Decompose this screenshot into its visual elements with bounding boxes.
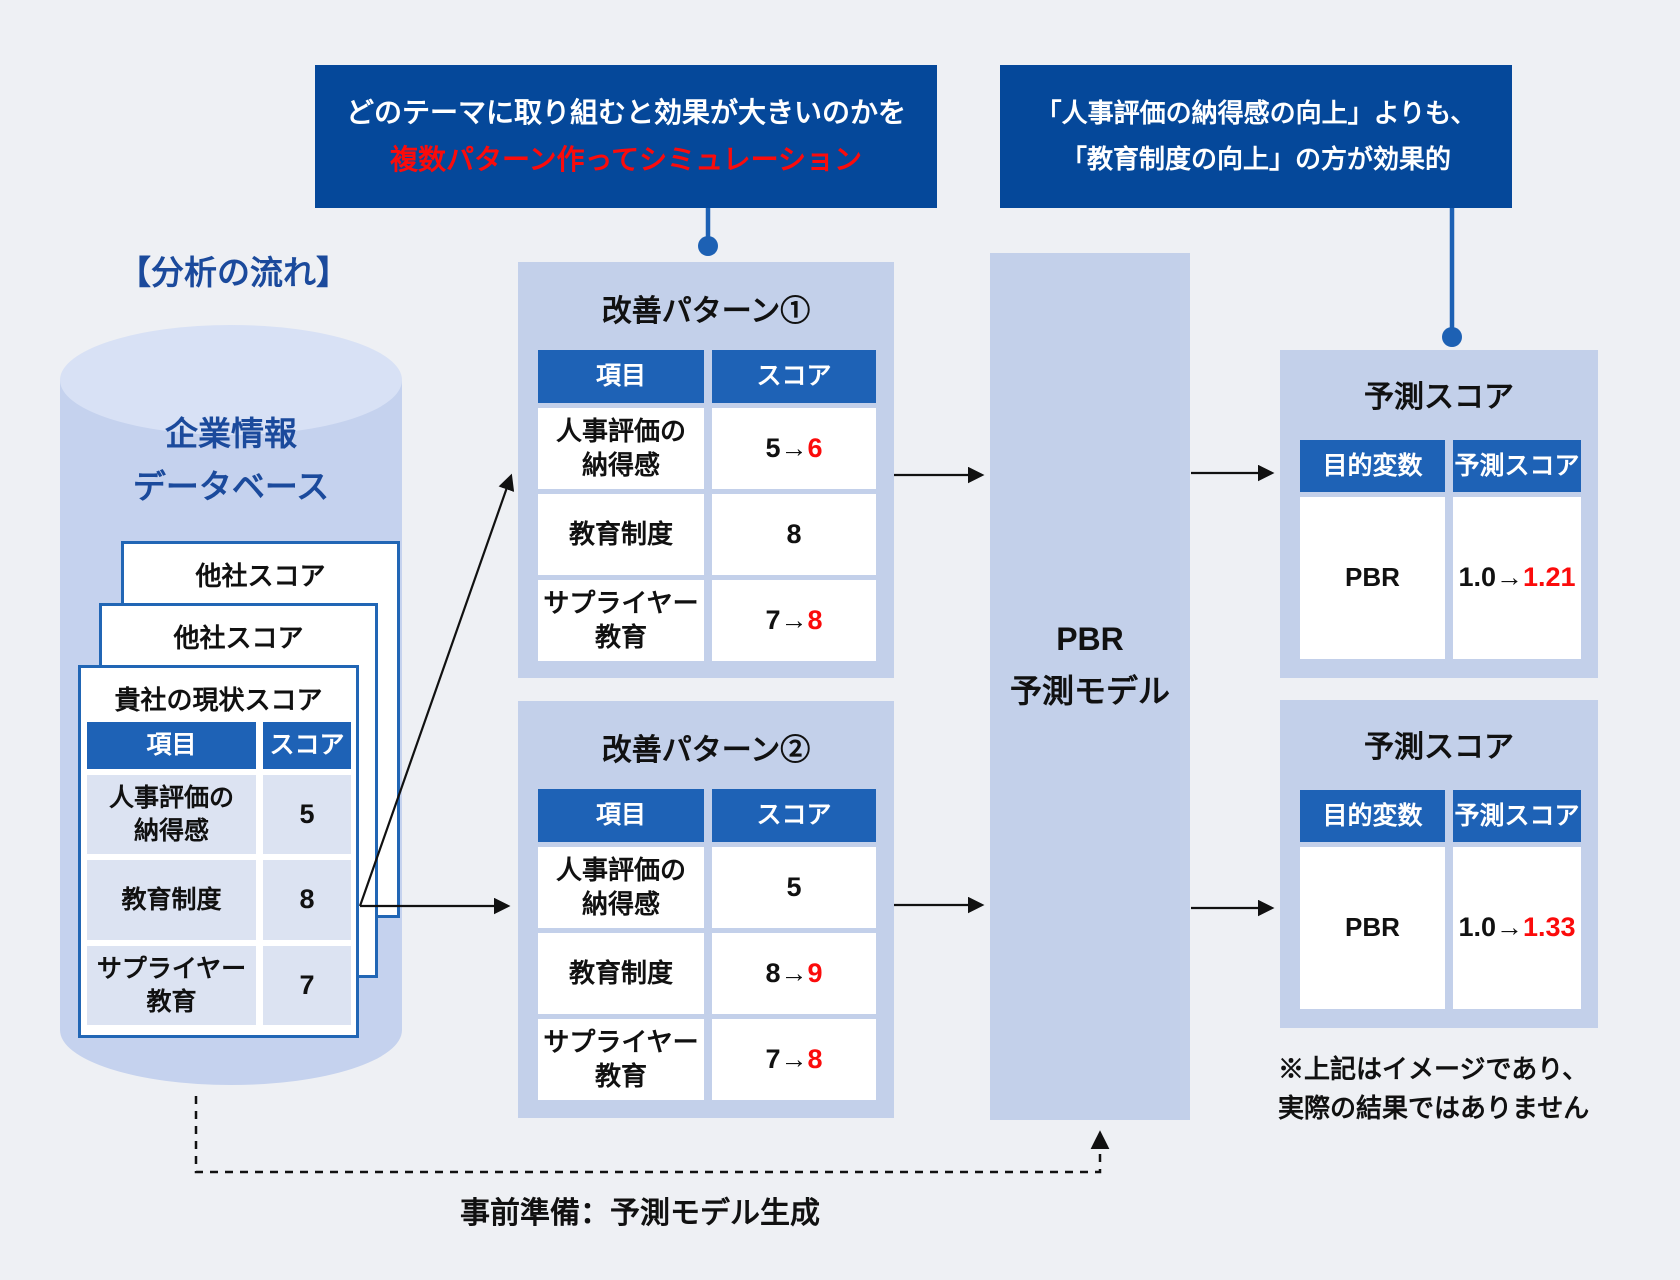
card-title: 他社スコア — [173, 623, 304, 653]
table-cell-score: 5 — [712, 847, 876, 928]
table-cell-item: 教育制度 — [538, 933, 704, 1014]
table-cell-score: 5→6 — [712, 408, 876, 489]
callout-left-dot — [698, 236, 718, 256]
column-header-item: 項目 — [538, 789, 704, 842]
score-value: 7→ — [765, 604, 808, 635]
table-cell-item: サプライヤー 教育 — [87, 946, 256, 1025]
column-header-item: 項目 — [538, 350, 704, 403]
improvement-pattern-2-table: 項目 スコア 人事評価の 納得感 5 教育制度 8→9 サプライヤー 教育 7→… — [538, 789, 876, 1100]
table-cell-variable: PBR — [1300, 847, 1445, 1009]
table-cell-score: 1.0→1.21 — [1453, 497, 1581, 659]
database-cylinder-top — [60, 325, 402, 435]
database-label: 企業情報 データベース — [132, 415, 330, 505]
callout-line-2: 「教育制度の向上」の方が効果的 — [1060, 143, 1451, 174]
score-value: 8 — [786, 518, 802, 549]
table-cell-score: 8 — [263, 860, 351, 940]
callout-line-1: 「人事評価の納得感の向上」よりも、 — [1035, 98, 1477, 128]
table-cell-score: 1.0→1.33 — [1453, 847, 1581, 1009]
table-cell-score: 7 — [263, 946, 351, 1025]
score-value: 8→ — [765, 957, 808, 988]
card-title: 他社スコア — [195, 561, 326, 591]
table-cell-score: 7→8 — [712, 580, 876, 661]
disclaimer-note: ※上記はイメージであり、 実際の結果ではありません — [1278, 1054, 1590, 1123]
score-highlight: 9 — [807, 957, 823, 988]
table-cell-item: 人事評価の 納得感 — [538, 847, 704, 928]
panel-title: 改善パターン① — [601, 295, 811, 328]
column-header-target-variable: 目的変数 — [1300, 440, 1445, 492]
table-cell-variable: PBR — [1300, 497, 1445, 659]
score-value: 7→ — [765, 1043, 808, 1074]
column-header-predicted-score: 予測スコア — [1453, 440, 1581, 492]
prediction-score-1-table: 目的変数 予測スコア PBR 1.0→1.21 — [1300, 440, 1581, 659]
score-highlight: 6 — [807, 432, 823, 463]
callout-right-dot — [1442, 327, 1462, 347]
table-cell-item: 教育制度 — [87, 860, 256, 940]
improvement-pattern-1-table: 項目 スコア 人事評価の 納得感 5→6 教育制度 8 サプライヤー 教育 7→… — [538, 350, 876, 661]
score-value: 5→ — [765, 432, 808, 463]
card-title: 貴社の現状スコア — [114, 685, 323, 715]
score-value: 1.0→ — [1458, 562, 1523, 593]
column-header-predicted-score: 予測スコア — [1453, 790, 1581, 842]
score-value: 1.0→ — [1458, 912, 1523, 943]
score-highlight: 8 — [807, 1043, 823, 1074]
callout-banner-result: 「人事評価の納得感の向上」よりも、 「教育制度の向上」の方が効果的 — [1000, 65, 1512, 208]
column-header-score: スコア — [712, 350, 876, 403]
table-cell-score: 8 — [712, 494, 876, 575]
panel-title: 予測スコア — [1364, 381, 1514, 414]
current-score-table: 項目 スコア 人事評価の 納得感 5 教育制度 8 サプライヤー 教育 7 — [87, 722, 351, 1025]
callout-line-red: 複数パターン作ってシミュレーション — [389, 143, 863, 175]
score-highlight: 1.21 — [1522, 562, 1576, 593]
score-highlight: 8 — [807, 604, 823, 635]
panel-title: 改善パターン② — [601, 734, 811, 767]
column-header-item: 項目 — [87, 722, 256, 769]
score-value: 5 — [786, 871, 802, 902]
callout-banner-simulation: どのテーマに取り組むと効果が大きいのかを 複数パターン作ってシミュレーション — [315, 65, 937, 208]
prediction-score-2-table: 目的変数 予測スコア PBR 1.0→1.33 — [1300, 790, 1581, 1009]
column-header-score: スコア — [712, 789, 876, 842]
table-cell-item: サプライヤー 教育 — [538, 580, 704, 661]
column-header-score: スコア — [263, 722, 351, 769]
table-cell-score: 5 — [263, 775, 351, 854]
table-cell-item: 人事評価の 納得感 — [87, 775, 256, 854]
table-cell-item: 人事評価の 納得感 — [538, 408, 704, 489]
column-header-target-variable: 目的変数 — [1300, 790, 1445, 842]
preparation-label: 事前準備：予測モデル生成 — [460, 1197, 820, 1230]
table-cell-item: サプライヤー 教育 — [538, 1019, 704, 1100]
score-highlight: 1.33 — [1522, 912, 1576, 943]
table-cell-score: 8→9 — [712, 933, 876, 1014]
panel-title: 予測スコア — [1364, 731, 1514, 764]
callout-line-white: どのテーマに取り組むと効果が大きいのかを — [345, 97, 906, 129]
table-cell-score: 7→8 — [712, 1019, 876, 1100]
pbr-model-box: PBR 予測モデル — [990, 253, 1190, 1120]
table-cell-item: 教育制度 — [538, 494, 704, 575]
flow-title: 【分析の流れ】 — [118, 254, 349, 291]
